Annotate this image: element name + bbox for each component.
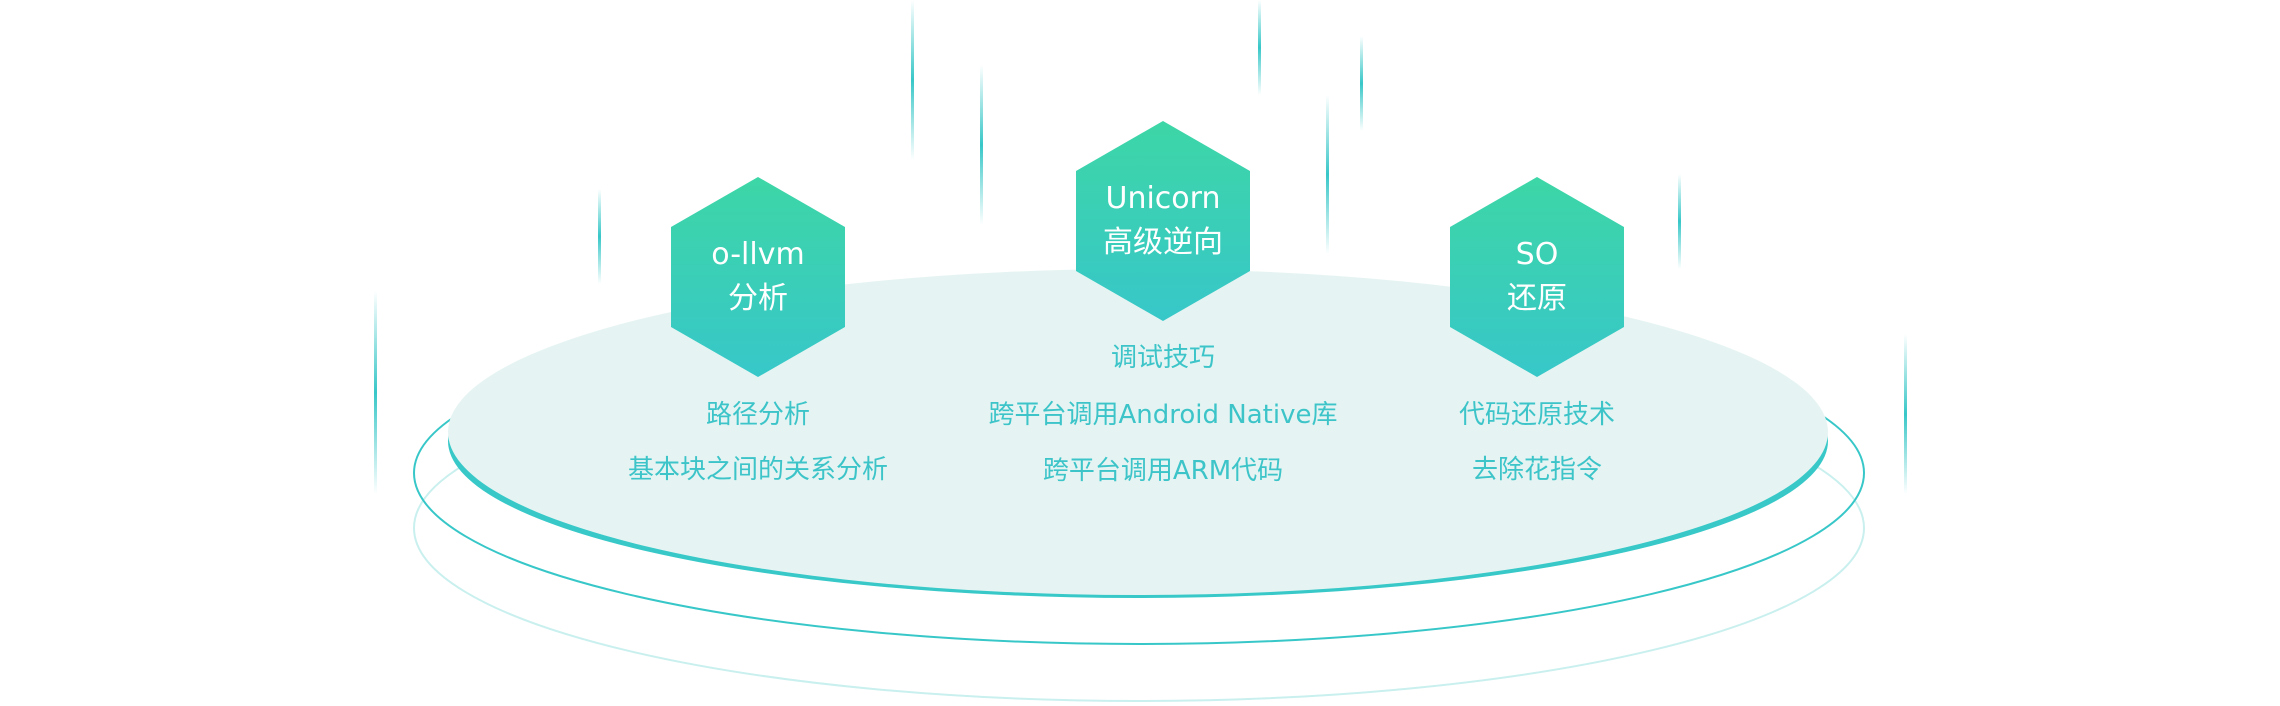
list-item: 路径分析 xyxy=(705,400,810,430)
decor-line xyxy=(1258,0,1261,95)
decor-line xyxy=(598,189,601,284)
decor-line xyxy=(1360,36,1363,131)
list-item: 去除花指令 xyxy=(1471,455,1602,485)
node-title: SO xyxy=(1515,237,1559,272)
decor-line xyxy=(980,65,983,225)
node-title: o-llvm xyxy=(711,237,805,272)
decor-line xyxy=(1326,95,1329,254)
list-item: 跨平台调用Android Native库 xyxy=(988,400,1338,430)
node-subtitle: 分析 xyxy=(728,281,788,316)
node-subtitle: 还原 xyxy=(1507,281,1567,316)
list-item: 代码还原技术 xyxy=(1458,400,1615,430)
hex-node-unicorn: Unicorn 高级逆向 xyxy=(1076,121,1250,321)
list-item: 基本块之间的关系分析 xyxy=(627,455,888,485)
decor-line xyxy=(374,291,377,494)
decor-line xyxy=(911,0,914,160)
node-title: Unicorn xyxy=(1105,181,1221,216)
decor-line xyxy=(1678,174,1681,269)
list-item: 调试技巧 xyxy=(1110,343,1215,373)
decor-line xyxy=(1904,334,1907,494)
node-subtitle: 高级逆向 xyxy=(1103,225,1223,260)
list-item: 跨平台调用ARM代码 xyxy=(1042,456,1284,486)
